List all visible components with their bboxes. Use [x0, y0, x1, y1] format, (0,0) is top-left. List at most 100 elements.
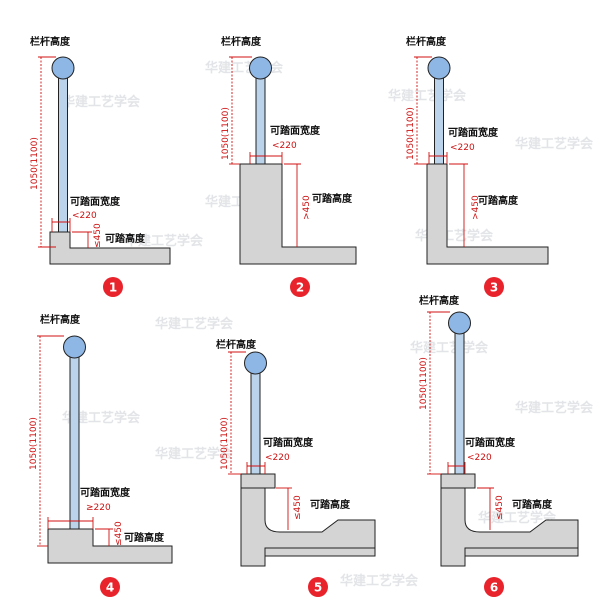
- step-height-value: ≤450: [495, 495, 505, 520]
- step-height-value: ≤450: [93, 223, 103, 248]
- step-height-dimension: [449, 163, 468, 247]
- railing-post: [434, 77, 444, 165]
- handrail-ball: [244, 351, 267, 375]
- step-height-label: 可踏高度: [312, 192, 353, 205]
- coping-cap: [440, 473, 476, 489]
- diagram-6: 栏杆高度 1050(1100) 可踏面宽度 <220 ≤450 可踏高度 6: [419, 294, 579, 597]
- number-badge: [103, 277, 123, 297]
- diagram-3: 栏杆高度 1050(1100) 可踏面宽度 <220 >450 可踏高度 3: [406, 35, 549, 297]
- height-value: 1050(1100): [419, 357, 429, 410]
- coping-cap: [240, 473, 276, 489]
- height-value: 1050(1100): [406, 107, 416, 160]
- height-dimension: [228, 351, 246, 475]
- number-badge: [290, 277, 310, 297]
- watermark: 华建工艺学会: [340, 573, 419, 589]
- handrail-ball: [448, 311, 471, 335]
- watermark: 华建工艺学会: [410, 340, 489, 356]
- handrail-ball: [427, 56, 451, 80]
- step-width-label: 可踏面宽度: [80, 486, 131, 499]
- width-dimension: [428, 152, 448, 164]
- watermark: 华建工艺学会: [125, 233, 204, 249]
- height-dimension: [229, 56, 252, 165]
- diagram-number: 1: [109, 281, 117, 295]
- number-badge: [308, 577, 328, 597]
- step-width-label: 可踏面宽度: [270, 124, 321, 137]
- step-width-label: 可踏面宽度: [70, 195, 121, 208]
- height-dimension: [427, 311, 450, 475]
- step-height-dimension: [284, 163, 301, 247]
- step-width-value: ≥220: [86, 503, 111, 513]
- diagram-1: 栏杆高度 1050(1100) 可踏面宽度 <220 ≤450 可踏高度 1: [30, 35, 171, 297]
- railing-height-label: 栏杆高度: [216, 338, 257, 351]
- step-width-label: 可踏面宽度: [263, 436, 314, 449]
- step-height-label: 可踏高度: [105, 232, 146, 245]
- height-dimension: [38, 56, 56, 248]
- height-value: 1050(1100): [30, 137, 40, 190]
- number-badge: [484, 577, 504, 597]
- step-height-value: ≤450: [293, 495, 303, 520]
- handrail-ball: [51, 56, 75, 80]
- step-height-dimension: [95, 528, 113, 546]
- diagram-number: 5: [314, 581, 322, 595]
- railing-height-label: 栏杆高度: [406, 35, 447, 48]
- watermark: 华建工艺学会: [515, 136, 594, 152]
- floor-slab: [426, 163, 549, 265]
- step-width-value: <220: [265, 453, 290, 463]
- diagram-4: 栏杆高度 1050(1100) 可踏面宽度 ≥220 ≤450 可踏高度 4: [29, 313, 173, 597]
- diagram-number: 6: [490, 581, 498, 595]
- railing-height-label: 栏杆高度: [40, 313, 81, 326]
- railing-height-label: 栏杆高度: [30, 35, 71, 48]
- railing-post: [69, 356, 80, 531]
- step-height-label: 可踏高度: [310, 498, 351, 511]
- railing-post: [58, 77, 68, 249]
- step-width-value: <220: [272, 141, 297, 151]
- step-height-value: >450: [302, 195, 312, 220]
- step-height-label: 可踏高度: [124, 531, 165, 544]
- diagram-2: 栏杆高度 1050(1100) 可踏面宽度 <220 >450 可踏高度 2: [221, 35, 357, 297]
- height-value: 1050(1100): [221, 107, 231, 160]
- step-width-value: <220: [72, 211, 97, 221]
- diagram-number: 2: [296, 281, 304, 295]
- lower-slab: [464, 547, 579, 557]
- watermark: 华建工艺学会: [155, 316, 234, 332]
- width-dimension: [249, 152, 283, 164]
- railing-post: [250, 372, 261, 475]
- watermark: 华建工艺学会: [155, 446, 234, 462]
- step-height-label: 可踏高度: [512, 498, 553, 511]
- step-width-value: <220: [450, 143, 475, 153]
- floor-slab: [239, 163, 357, 265]
- watermark: 华建工艺学会: [515, 400, 594, 416]
- width-dimension: [51, 218, 71, 232]
- handrail-ball: [249, 56, 272, 80]
- diagram-number: 4: [106, 581, 114, 595]
- step-height-label: 可踏高度: [478, 194, 519, 207]
- step-height-dimension: [276, 487, 292, 530]
- watermark: 华建工艺学会: [388, 88, 467, 104]
- diagram-5: 栏杆高度 1050(1100) 可踏面宽度 <220 ≤450 可踏高度 5: [216, 338, 376, 597]
- step-width-value: <220: [467, 453, 492, 463]
- step-height-dimension: [477, 487, 494, 530]
- step-height-dimension: [72, 231, 92, 248]
- railing-post: [255, 77, 266, 165]
- height-value: 1050(1100): [220, 417, 230, 470]
- watermark: 华建工艺学会: [62, 410, 141, 426]
- height-dimension: [37, 335, 64, 547]
- watermark: 华建工艺学会: [478, 510, 557, 526]
- step-width-label: 可踏面宽度: [465, 436, 516, 449]
- railing-height-label: 栏杆高度: [221, 35, 262, 48]
- number-badge: [484, 277, 504, 297]
- number-badge: [100, 577, 120, 597]
- railing-height-label: 栏杆高度: [419, 294, 460, 307]
- watermark: 华建工艺学会: [205, 60, 284, 76]
- width-dimension: [246, 462, 266, 474]
- height-value: 1050(1100): [29, 417, 39, 470]
- step-width-label: 可踏面宽度: [448, 126, 499, 139]
- step-height-value: >450: [471, 195, 481, 220]
- diagram-number: 3: [490, 281, 498, 295]
- lower-slab: [264, 547, 376, 557]
- width-dimension: [447, 462, 466, 474]
- handrail-ball: [63, 335, 86, 359]
- step-height-value: ≤450: [114, 521, 124, 546]
